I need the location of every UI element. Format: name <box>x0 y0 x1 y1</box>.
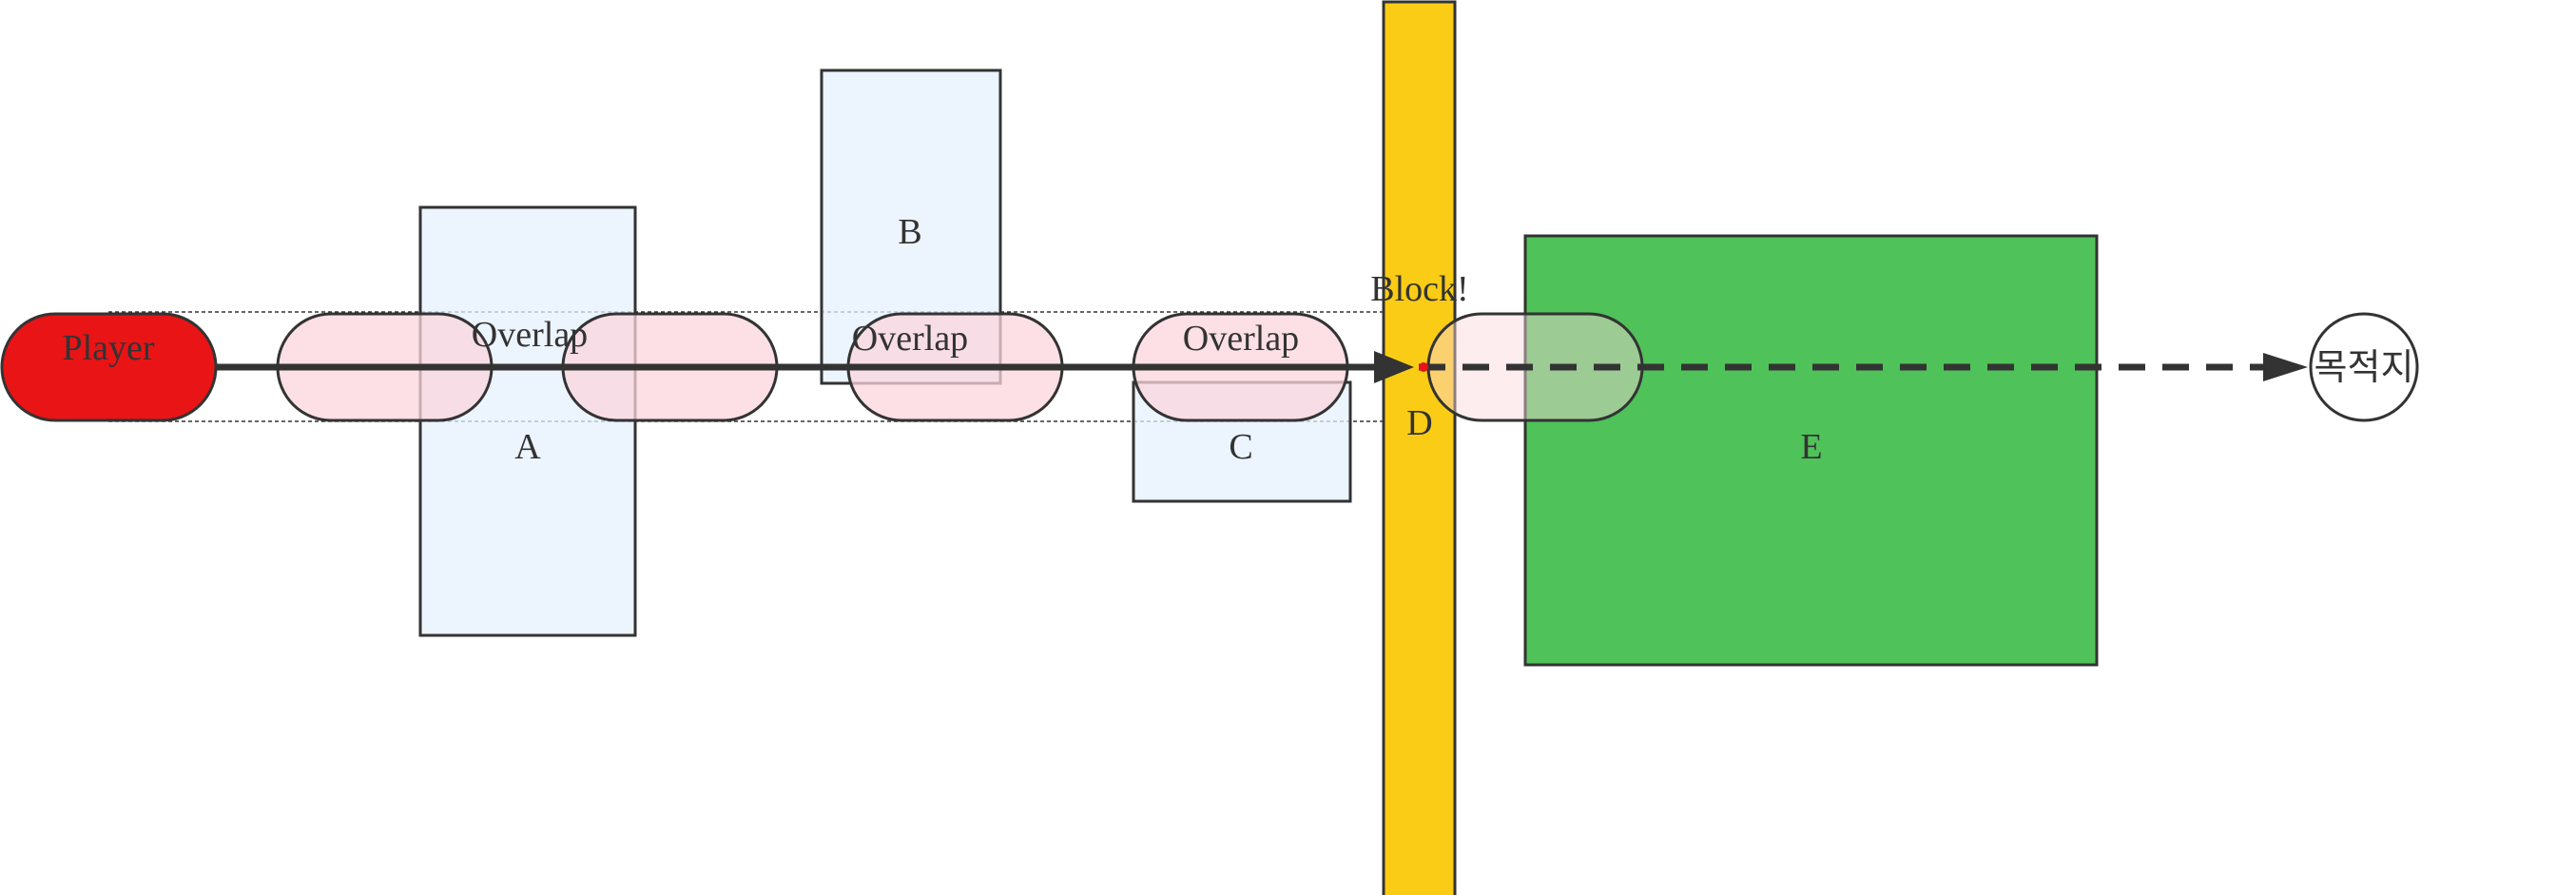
arrowhead-icon <box>1374 351 1414 383</box>
overlap-label-a: Overlap <box>472 315 588 355</box>
wall-d-label: D <box>1406 403 1432 443</box>
box-a-label: A <box>514 427 541 467</box>
arrowhead-icon <box>2263 353 2308 381</box>
hit-point-dot <box>1419 362 1428 372</box>
box-e-label: E <box>1800 427 1822 467</box>
wall-d <box>1382 0 1457 895</box>
player-label: Player <box>62 328 154 368</box>
overlap-label-b: Overlap <box>852 319 968 359</box>
destination-label: 목적지 <box>2315 348 2414 388</box>
target-e <box>1523 234 2099 667</box>
overlap-label-c: Overlap <box>1183 319 1299 359</box>
box-b-label: B <box>898 212 921 252</box>
block-label: Block! <box>1370 269 1468 309</box>
obstacle-a <box>418 205 637 637</box>
box-c-label: C <box>1229 427 1252 467</box>
destination-node <box>2309 312 2419 422</box>
